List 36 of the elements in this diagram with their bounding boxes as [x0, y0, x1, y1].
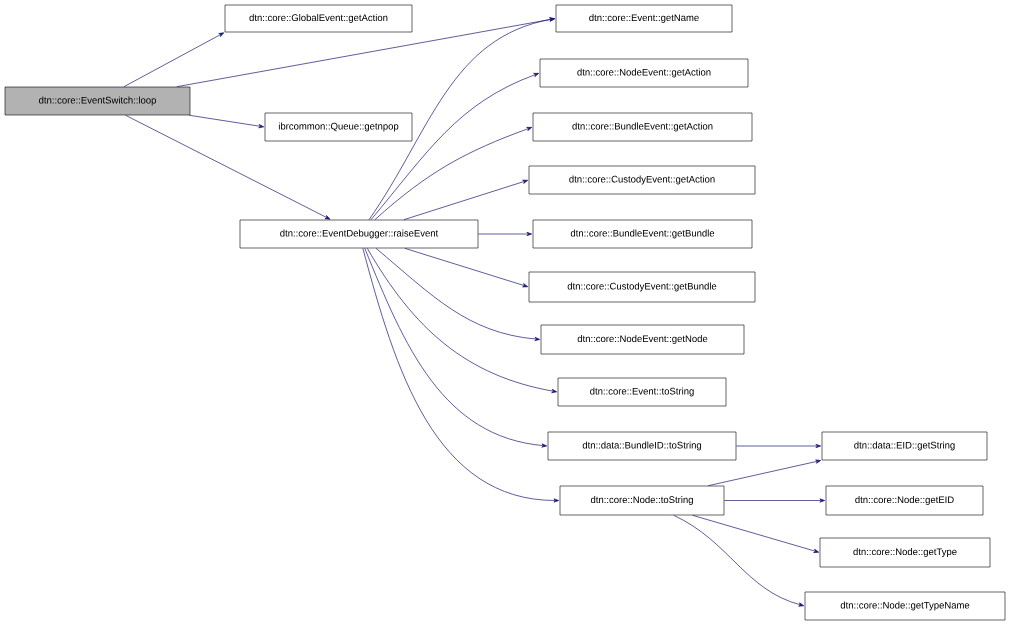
arrow: [692, 514, 820, 553]
function-box: dtn::core::Node::getEID: [825, 485, 984, 516]
arrow: [364, 247, 547, 448]
function-box: dtn::core::Node::getType: [819, 537, 991, 568]
arrow: [707, 459, 822, 487]
function-box: dtn::data::EID::getString: [821, 431, 988, 461]
arrow: [723, 498, 825, 503]
function-box: dtn::core::Node::toString: [559, 485, 725, 516]
function-box: dtn::core::NodeEvent::getAction: [539, 58, 749, 88]
arrow: [374, 127, 533, 221]
function-box: dtn::core::GlobalEvent::getAction: [224, 4, 413, 33]
arrow: [404, 247, 529, 288]
arrow: [477, 231, 532, 237]
arrow: [375, 247, 540, 342]
function-box: dtn::core::Event::toString: [557, 377, 727, 407]
arrow: [403, 179, 529, 221]
function-box: dtn::core::CustodyEvent::getAction: [528, 165, 756, 195]
arrow: [735, 443, 821, 449]
function-box: dtn::core::Event::getName: [555, 4, 733, 33]
function-box: dtn::core::BundleEvent::getAction: [532, 112, 753, 142]
function-box: dtn::core::Node::getTypeName: [804, 591, 1006, 621]
arrow: [366, 247, 558, 394]
arrow: [370, 73, 540, 221]
arrow: [125, 114, 331, 220]
arrow: [673, 514, 805, 607]
function-box: dtn::data::BundleID::toString: [547, 431, 737, 461]
arrow: [362, 247, 559, 503]
function-box: ibrcommon::Queue::getnpop: [264, 112, 413, 142]
function-box: dtn::core::NodeEvent::getNode: [540, 324, 745, 355]
function-box: dtn::core::EventSwitch::loop: [4, 86, 191, 116]
function-box: dtn::core::EventDebugger::raiseEvent: [239, 219, 479, 249]
function-box: dtn::core::CustodyEvent::getBundle: [528, 271, 756, 303]
arrow: [189, 114, 265, 129]
arrow: [123, 32, 225, 88]
arrow: [368, 17, 556, 221]
function-box: dtn::core::BundleEvent::getBundle: [532, 219, 753, 249]
